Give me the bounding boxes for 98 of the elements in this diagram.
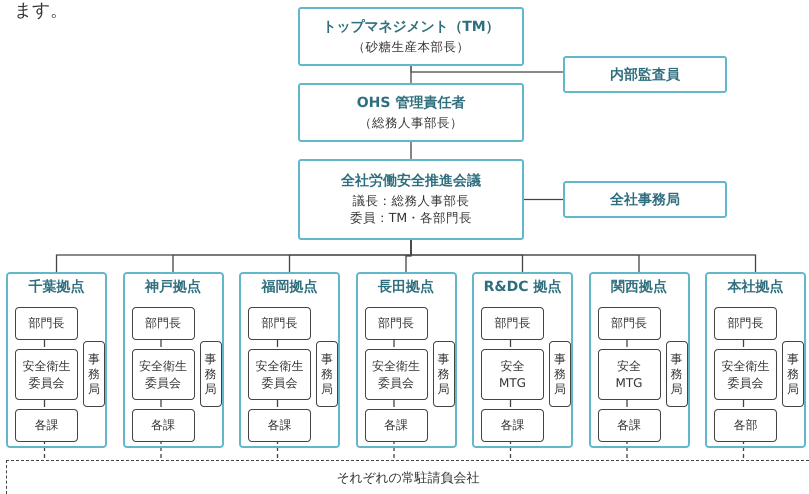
unit-box	[132, 409, 194, 442]
label: 安全衛生委員会	[254, 358, 304, 391]
unit-box	[364, 349, 428, 400]
label: 事務局	[320, 352, 334, 396]
label: 安全 MTG	[498, 358, 527, 391]
connector-line	[742, 440, 744, 460]
label: 部門長	[610, 315, 648, 332]
label: 事務局	[204, 352, 217, 396]
office-box	[432, 341, 454, 407]
unit-box	[481, 349, 544, 400]
site-panel	[239, 272, 340, 448]
label: 安全 MTG	[614, 358, 644, 391]
label: 各課	[34, 417, 60, 434]
site-panel	[356, 272, 456, 448]
label: 部門長	[260, 315, 298, 332]
org-box	[298, 83, 524, 142]
site-panel	[588, 272, 690, 448]
unit-box	[598, 307, 660, 340]
connector-line	[44, 440, 46, 460]
body-text: ます。	[14, 0, 68, 22]
label: 安全衛生委員会	[138, 358, 188, 391]
label: 安全衛生委員会	[371, 358, 421, 391]
label: 部門長	[144, 315, 182, 332]
unit-box	[15, 409, 78, 442]
heading: OHS 管理責任者	[356, 94, 466, 112]
subtitle: 議長：総務人事部長	[352, 193, 470, 210]
office-box	[549, 341, 571, 407]
label: それぞれの常駐請負会社	[336, 470, 480, 487]
heading: R&DC 拠点	[484, 278, 562, 296]
connector-line	[276, 440, 278, 460]
connector-line	[410, 66, 563, 73]
heading: 長田拠点	[378, 278, 434, 296]
unit-box	[248, 349, 311, 400]
label: 安全衛生委員会	[720, 358, 770, 391]
org-box	[298, 7, 524, 66]
unit-box	[15, 307, 78, 340]
heading: 福岡拠点	[262, 278, 318, 296]
unit-box	[364, 409, 428, 442]
contractor-area	[6, 460, 809, 494]
label: 各課	[500, 417, 526, 434]
heading: トップマネジメント（TM）	[322, 18, 500, 36]
label: 事務局	[437, 352, 450, 396]
org-box	[563, 181, 727, 218]
heading: 本社拠点	[728, 278, 784, 296]
connector-line	[410, 142, 412, 159]
office-box	[316, 341, 338, 407]
office-box	[200, 341, 222, 407]
office-box	[666, 341, 688, 407]
label: 部門長	[494, 315, 532, 332]
label: 事務局	[670, 352, 683, 396]
label: 部門長	[377, 315, 415, 332]
unit-box	[598, 409, 660, 442]
label: 部門長	[28, 315, 66, 332]
unit-box	[714, 307, 777, 340]
label: 安全衛生委員会	[22, 358, 72, 391]
unit-box	[598, 349, 660, 400]
site-panel	[122, 272, 224, 448]
unit-box	[248, 409, 311, 442]
site-panel	[6, 272, 107, 448]
heading: 全社労働安全推進会議	[341, 172, 481, 190]
connector-line	[160, 440, 162, 460]
label: 各課	[383, 417, 409, 434]
heading: 関西拠点	[611, 278, 667, 296]
label: 各課	[616, 417, 642, 434]
label: 各課	[150, 417, 176, 434]
connector-line	[626, 440, 628, 460]
site-panel	[472, 272, 573, 448]
site-panel	[705, 272, 806, 448]
subtitle: 委員：TM・各部門長	[350, 210, 472, 227]
unit-box	[132, 307, 194, 340]
heading: 神戸拠点	[145, 278, 201, 296]
label: 各課	[266, 417, 292, 434]
unit-box	[714, 409, 777, 442]
connector-line	[410, 240, 756, 272]
subtitle: （砂糖生産本部長）	[352, 38, 470, 56]
heading: 内部監査員	[610, 66, 680, 84]
office-box	[83, 341, 105, 407]
label: 事務局	[554, 352, 566, 396]
unit-box	[714, 349, 777, 400]
office-box	[782, 341, 804, 407]
org-box	[298, 159, 524, 240]
label: 部門長	[726, 315, 764, 332]
unit-box	[132, 349, 194, 400]
connector-line	[524, 198, 563, 200]
heading: 全社事務局	[610, 190, 680, 208]
connector-line	[510, 440, 512, 460]
unit-box	[364, 307, 428, 340]
org-box	[563, 56, 727, 93]
subtitle: （総務人事部長）	[359, 114, 463, 132]
label: 事務局	[786, 352, 800, 396]
label: 事務局	[88, 352, 100, 396]
unit-box	[15, 349, 78, 400]
unit-box	[481, 409, 544, 442]
unit-box	[481, 307, 544, 340]
connector-line	[393, 440, 395, 460]
label: 各部	[732, 417, 758, 434]
unit-box	[248, 307, 311, 340]
heading: 千葉拠点	[28, 278, 84, 296]
